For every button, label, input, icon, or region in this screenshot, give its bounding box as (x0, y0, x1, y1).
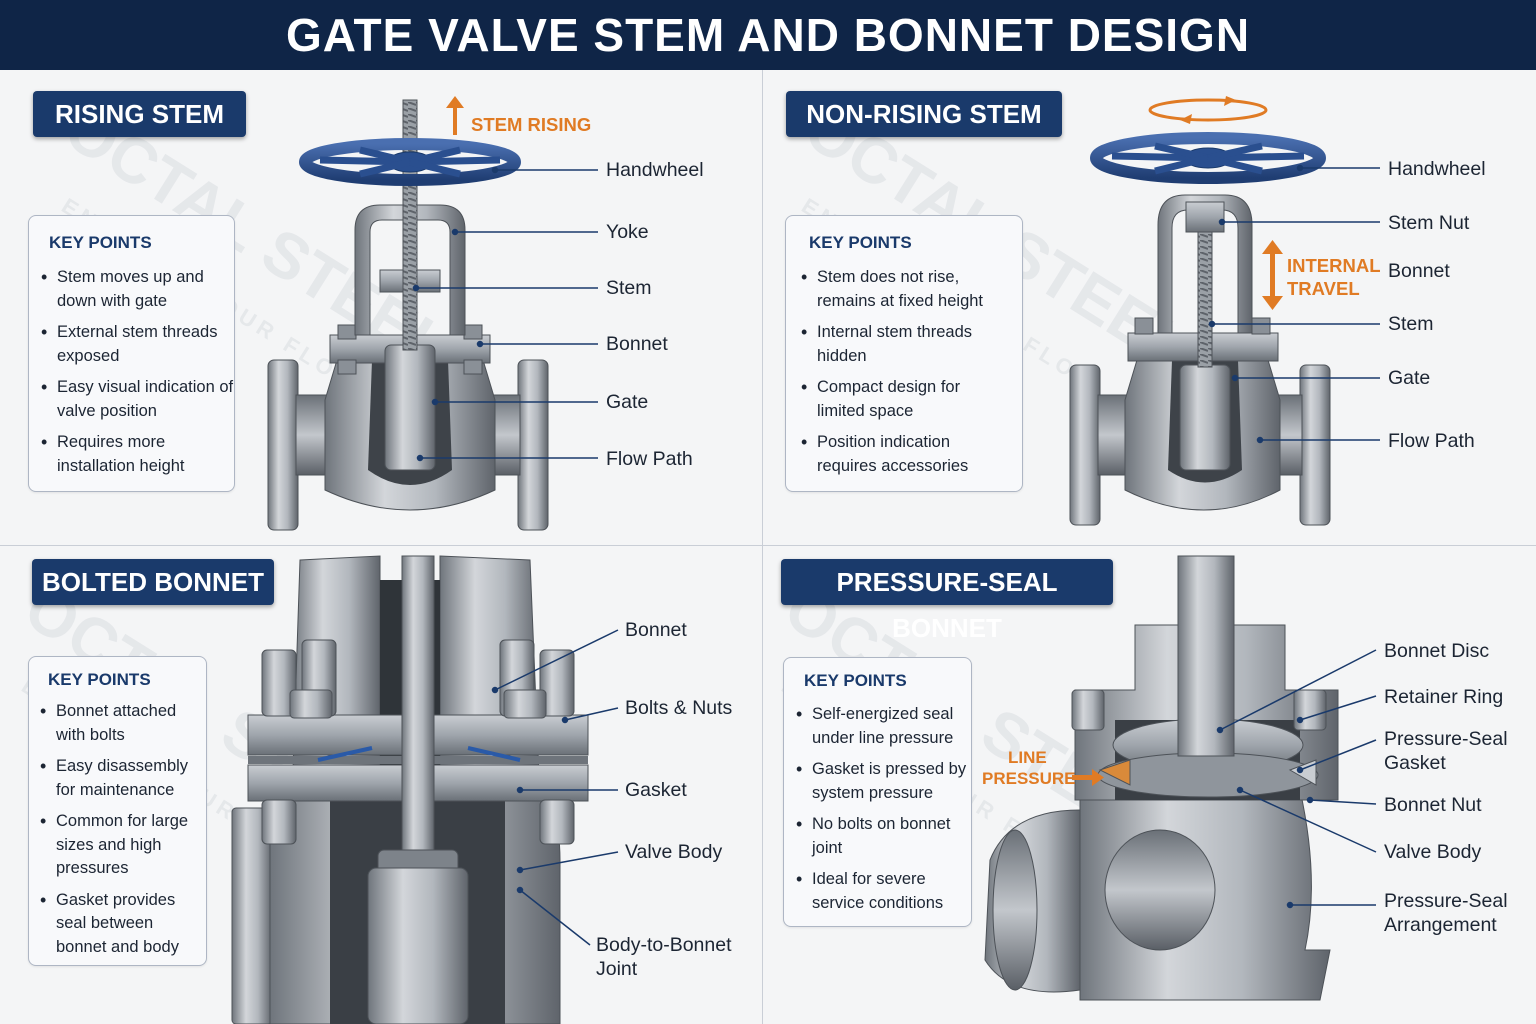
label-pressure-seal-arrangement-1: Pressure-Seal (1384, 890, 1508, 912)
label-gasket: Gasket (625, 779, 687, 801)
label-bonnet: Bonnet (606, 333, 668, 355)
label-stem: Stem (606, 277, 652, 299)
label-valve-body: Valve Body (625, 841, 723, 863)
key-points-list: Stem does not rise, remains at fixed hei… (801, 266, 1007, 486)
label-stem-nut: Stem Nut (1388, 212, 1470, 234)
leader-lines (412, 164, 1380, 946)
label-flow-path: Flow Path (606, 448, 693, 470)
pressure-seal-gasket-left (1098, 759, 1131, 786)
line-pressure-arrow-icon (1072, 769, 1104, 786)
panel-divider-vertical (762, 70, 763, 1024)
label-pressure-seal-gasket-2: Gasket (1384, 752, 1446, 774)
label-retainer-ring: Retainer Ring (1384, 686, 1504, 708)
label-bonnet-nut: Bonnet Nut (1384, 794, 1482, 816)
key-point: External stem threads exposed (41, 321, 234, 368)
key-point: Self-energized seal under line pressure (796, 703, 967, 750)
key-point: Internal stem threads hidden (801, 321, 1007, 368)
gasket-blue-right (467, 746, 521, 762)
label-yoke: Yoke (606, 221, 649, 243)
stem-rising-arrow-icon (446, 96, 464, 135)
rising-stem-valve (267, 96, 549, 531)
key-points-list: Stem moves up and down with gate Externa… (41, 266, 234, 486)
key-points-list: Self-energized seal under line pressure … (796, 703, 967, 923)
callout-line-pressure-1: LINE (1008, 748, 1047, 767)
tag-pressure-seal-bonnet: PRESSURE-SEAL BONNET (781, 559, 1113, 643)
callout-line-pressure-2: PRESSURE (982, 769, 1076, 788)
key-point: Easy disassembly for maintenance (40, 755, 201, 802)
key-points-title: KEY POINTS (809, 233, 912, 252)
tag-bolted-bonnet: BOLTED BONNET (32, 559, 274, 605)
label-bolts-nuts: Bolts & Nuts (625, 697, 733, 719)
key-point: Stem moves up and down with gate (41, 266, 234, 313)
gasket-blue-left (317, 746, 373, 762)
key-point: No bolts on bonnet joint (796, 813, 967, 860)
key-points-title: KEY POINTS (804, 671, 907, 690)
tag-non-rising-stem: NON-RISING STEM (786, 91, 1062, 137)
key-point: Easy visual indication of valve position (41, 376, 234, 423)
label-handwheel: Handwheel (1388, 158, 1486, 180)
panel-divider-horizontal (0, 545, 1536, 546)
bolted-bonnet-valve (231, 555, 589, 1024)
key-points-box-non-rising: KEY POINTS Stem does not rise, remains a… (785, 215, 1023, 492)
label-flow-path: Flow Path (1388, 430, 1475, 452)
callout-stem-rising: STEM RISING (471, 114, 592, 135)
key-point: Stem does not rise, remains at fixed hei… (801, 266, 1007, 313)
key-points-list: Bonnet attached with bolts Easy disassem… (40, 700, 201, 967)
key-point: Gasket provides seal between bonnet and … (40, 889, 201, 960)
label-bonnet-disc: Bonnet Disc (1384, 640, 1490, 662)
key-points-title: KEY POINTS (49, 233, 152, 252)
label-handwheel: Handwheel (606, 159, 704, 181)
callout-internal-travel-2: TRAVEL (1287, 278, 1360, 299)
label-pressure-seal-arrangement-2: Arrangement (1384, 914, 1497, 936)
page-title: GATE VALVE STEM AND BONNET DESIGN (285, 9, 1251, 61)
tag-rising-stem: RISING STEM (33, 91, 246, 137)
label-gate: Gate (1388, 367, 1431, 389)
label-stem: Stem (1388, 313, 1434, 335)
pressure-seal-valve (984, 555, 1339, 1001)
key-point: Common for large sizes and high pressure… (40, 810, 201, 881)
label-bonnet: Bonnet (1388, 260, 1450, 282)
key-point: Bonnet attached with bolts (40, 700, 201, 747)
label-bonnet: Bonnet (625, 619, 687, 641)
internal-travel-arrow-icon (1262, 240, 1283, 310)
key-point: Requires more installation height (41, 431, 234, 478)
key-points-box-rising: KEY POINTS Stem moves up and down with g… (28, 215, 235, 492)
non-rising-stem-valve (1069, 96, 1331, 526)
key-point: Position indication requires accessories (801, 431, 1007, 478)
key-point: Compact design for limited space (801, 376, 1007, 423)
rotation-arrow-icon (1148, 98, 1268, 122)
callout-internal-travel-1: INTERNAL (1287, 255, 1381, 276)
label-body-bonnet-joint-2: Joint (596, 958, 638, 980)
label-pressure-seal-gasket-1: Pressure-Seal (1384, 728, 1508, 750)
label-gate: Gate (606, 391, 649, 413)
title-banner (0, 0, 1536, 70)
label-body-bonnet-joint-1: Body-to-Bonnet (596, 934, 732, 956)
key-point: Ideal for severe service conditions (796, 868, 967, 915)
key-points-box-pressure: KEY POINTS Self-energized seal under lin… (783, 657, 972, 927)
label-valve-body: Valve Body (1384, 841, 1482, 863)
key-points-title: KEY POINTS (48, 670, 151, 689)
key-points-box-bolted: KEY POINTS Bonnet attached with bolts Ea… (28, 656, 207, 966)
key-point: Gasket is pressed by system pressure (796, 758, 967, 805)
